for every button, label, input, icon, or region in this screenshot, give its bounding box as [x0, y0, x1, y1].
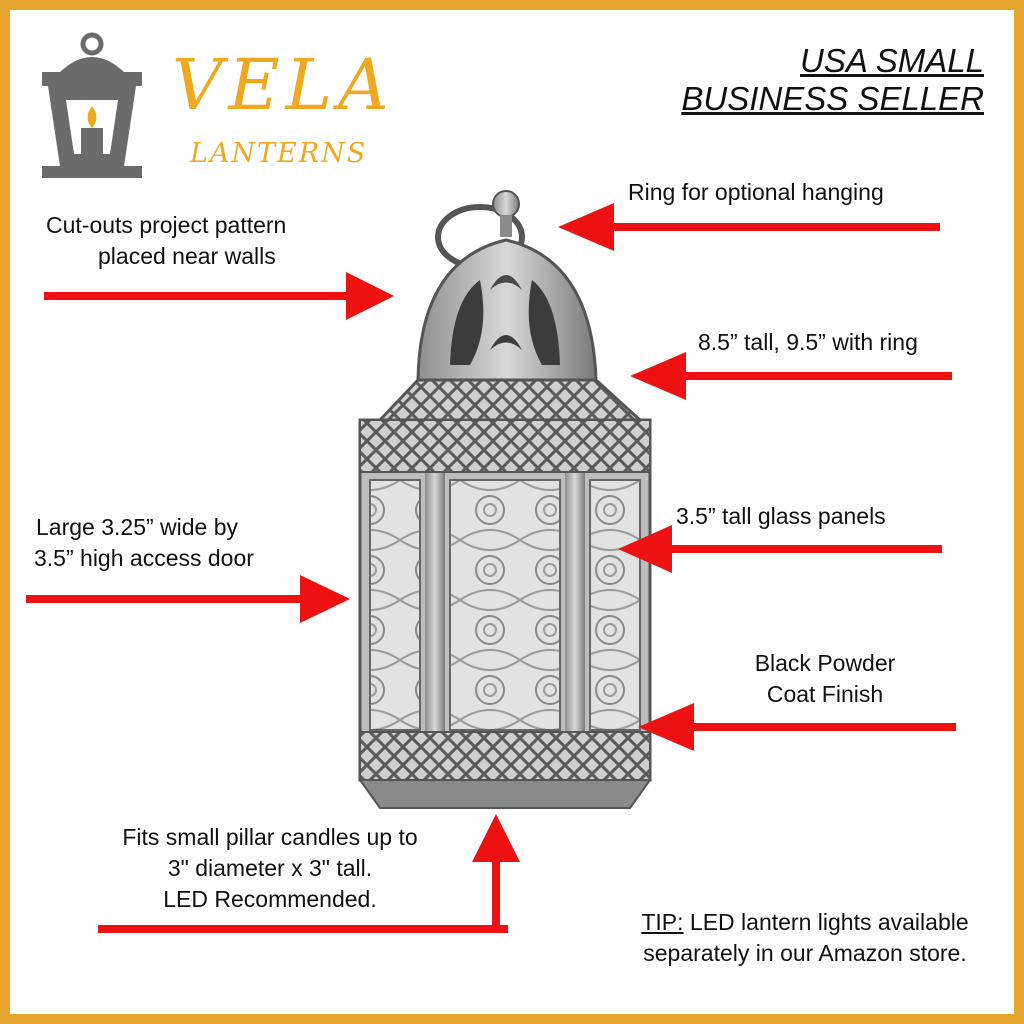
arrow-cutouts: [44, 272, 394, 320]
tip-line-1: LED lantern lights available: [689, 909, 969, 935]
tip-key: TIP:: [641, 909, 684, 935]
tip-note: TIP: LED lantern lights available separa…: [600, 907, 1010, 969]
arrow-panels: [618, 525, 942, 573]
callout-candles-line-1: Fits small pillar candles up to: [122, 824, 418, 850]
tip-line-2: separately in our Amazon store.: [643, 940, 967, 966]
seller-badge: USA SMALL BUSINESS SELLER: [604, 42, 984, 118]
arrow-ring: [558, 203, 940, 251]
callout-finish: Black Powder Coat Finish: [710, 648, 940, 710]
callout-cutouts-line-1: Cut-outs project pattern: [46, 212, 287, 238]
callout-finish-line-2: Coat Finish: [766, 681, 884, 707]
brand-subtitle: LANTERNS: [190, 138, 368, 169]
brand-logo: VELA LANTERNS: [32, 28, 389, 188]
access-door-glass: [449, 479, 561, 731]
callout-finish-line-1: Black Powder: [754, 650, 896, 676]
arrow-candles: [98, 814, 520, 933]
arrow-height: [630, 352, 952, 400]
callout-panels-text: 3.5” tall glass panels: [676, 503, 886, 529]
arrow-door: [26, 575, 350, 623]
callout-candles-line-3: LED Recommended.: [163, 886, 377, 912]
lantern-product-image: [358, 190, 652, 809]
seller-line-1: USA SMALL: [799, 42, 984, 79]
brand-name: VELA: [172, 44, 395, 126]
callout-height-text: 8.5” tall, 9.5” with ring: [698, 329, 918, 355]
callout-door: Large 3.25” wide by 3.5” high access doo…: [34, 512, 254, 574]
callout-arrows: [26, 203, 956, 933]
callout-door-line-2: 3.5” high access door: [34, 545, 254, 571]
seller-line-2: BUSINESS SELLER: [681, 80, 984, 117]
callout-panels: 3.5” tall glass panels: [676, 501, 886, 532]
product-infographic: VELA LANTERNS USA SMALL BUSINESS SELLER …: [10, 10, 1014, 1014]
callout-cutouts: Cut-outs project pattern placed near wal…: [46, 210, 286, 272]
callout-door-line-1: Large 3.25” wide by: [36, 514, 239, 540]
callout-candles: Fits small pillar candles up to 3" diame…: [80, 822, 460, 915]
lantern-logo-icon: [42, 32, 142, 178]
arrow-finish: [638, 703, 956, 751]
callout-cutouts-line-2: placed near walls: [98, 243, 276, 269]
callout-candles-line-2: 3" diameter x 3" tall.: [167, 855, 373, 881]
callout-ring: Ring for optional hanging: [628, 177, 884, 208]
callout-ring-text: Ring for optional hanging: [628, 179, 884, 205]
callout-height: 8.5” tall, 9.5” with ring: [698, 327, 918, 358]
